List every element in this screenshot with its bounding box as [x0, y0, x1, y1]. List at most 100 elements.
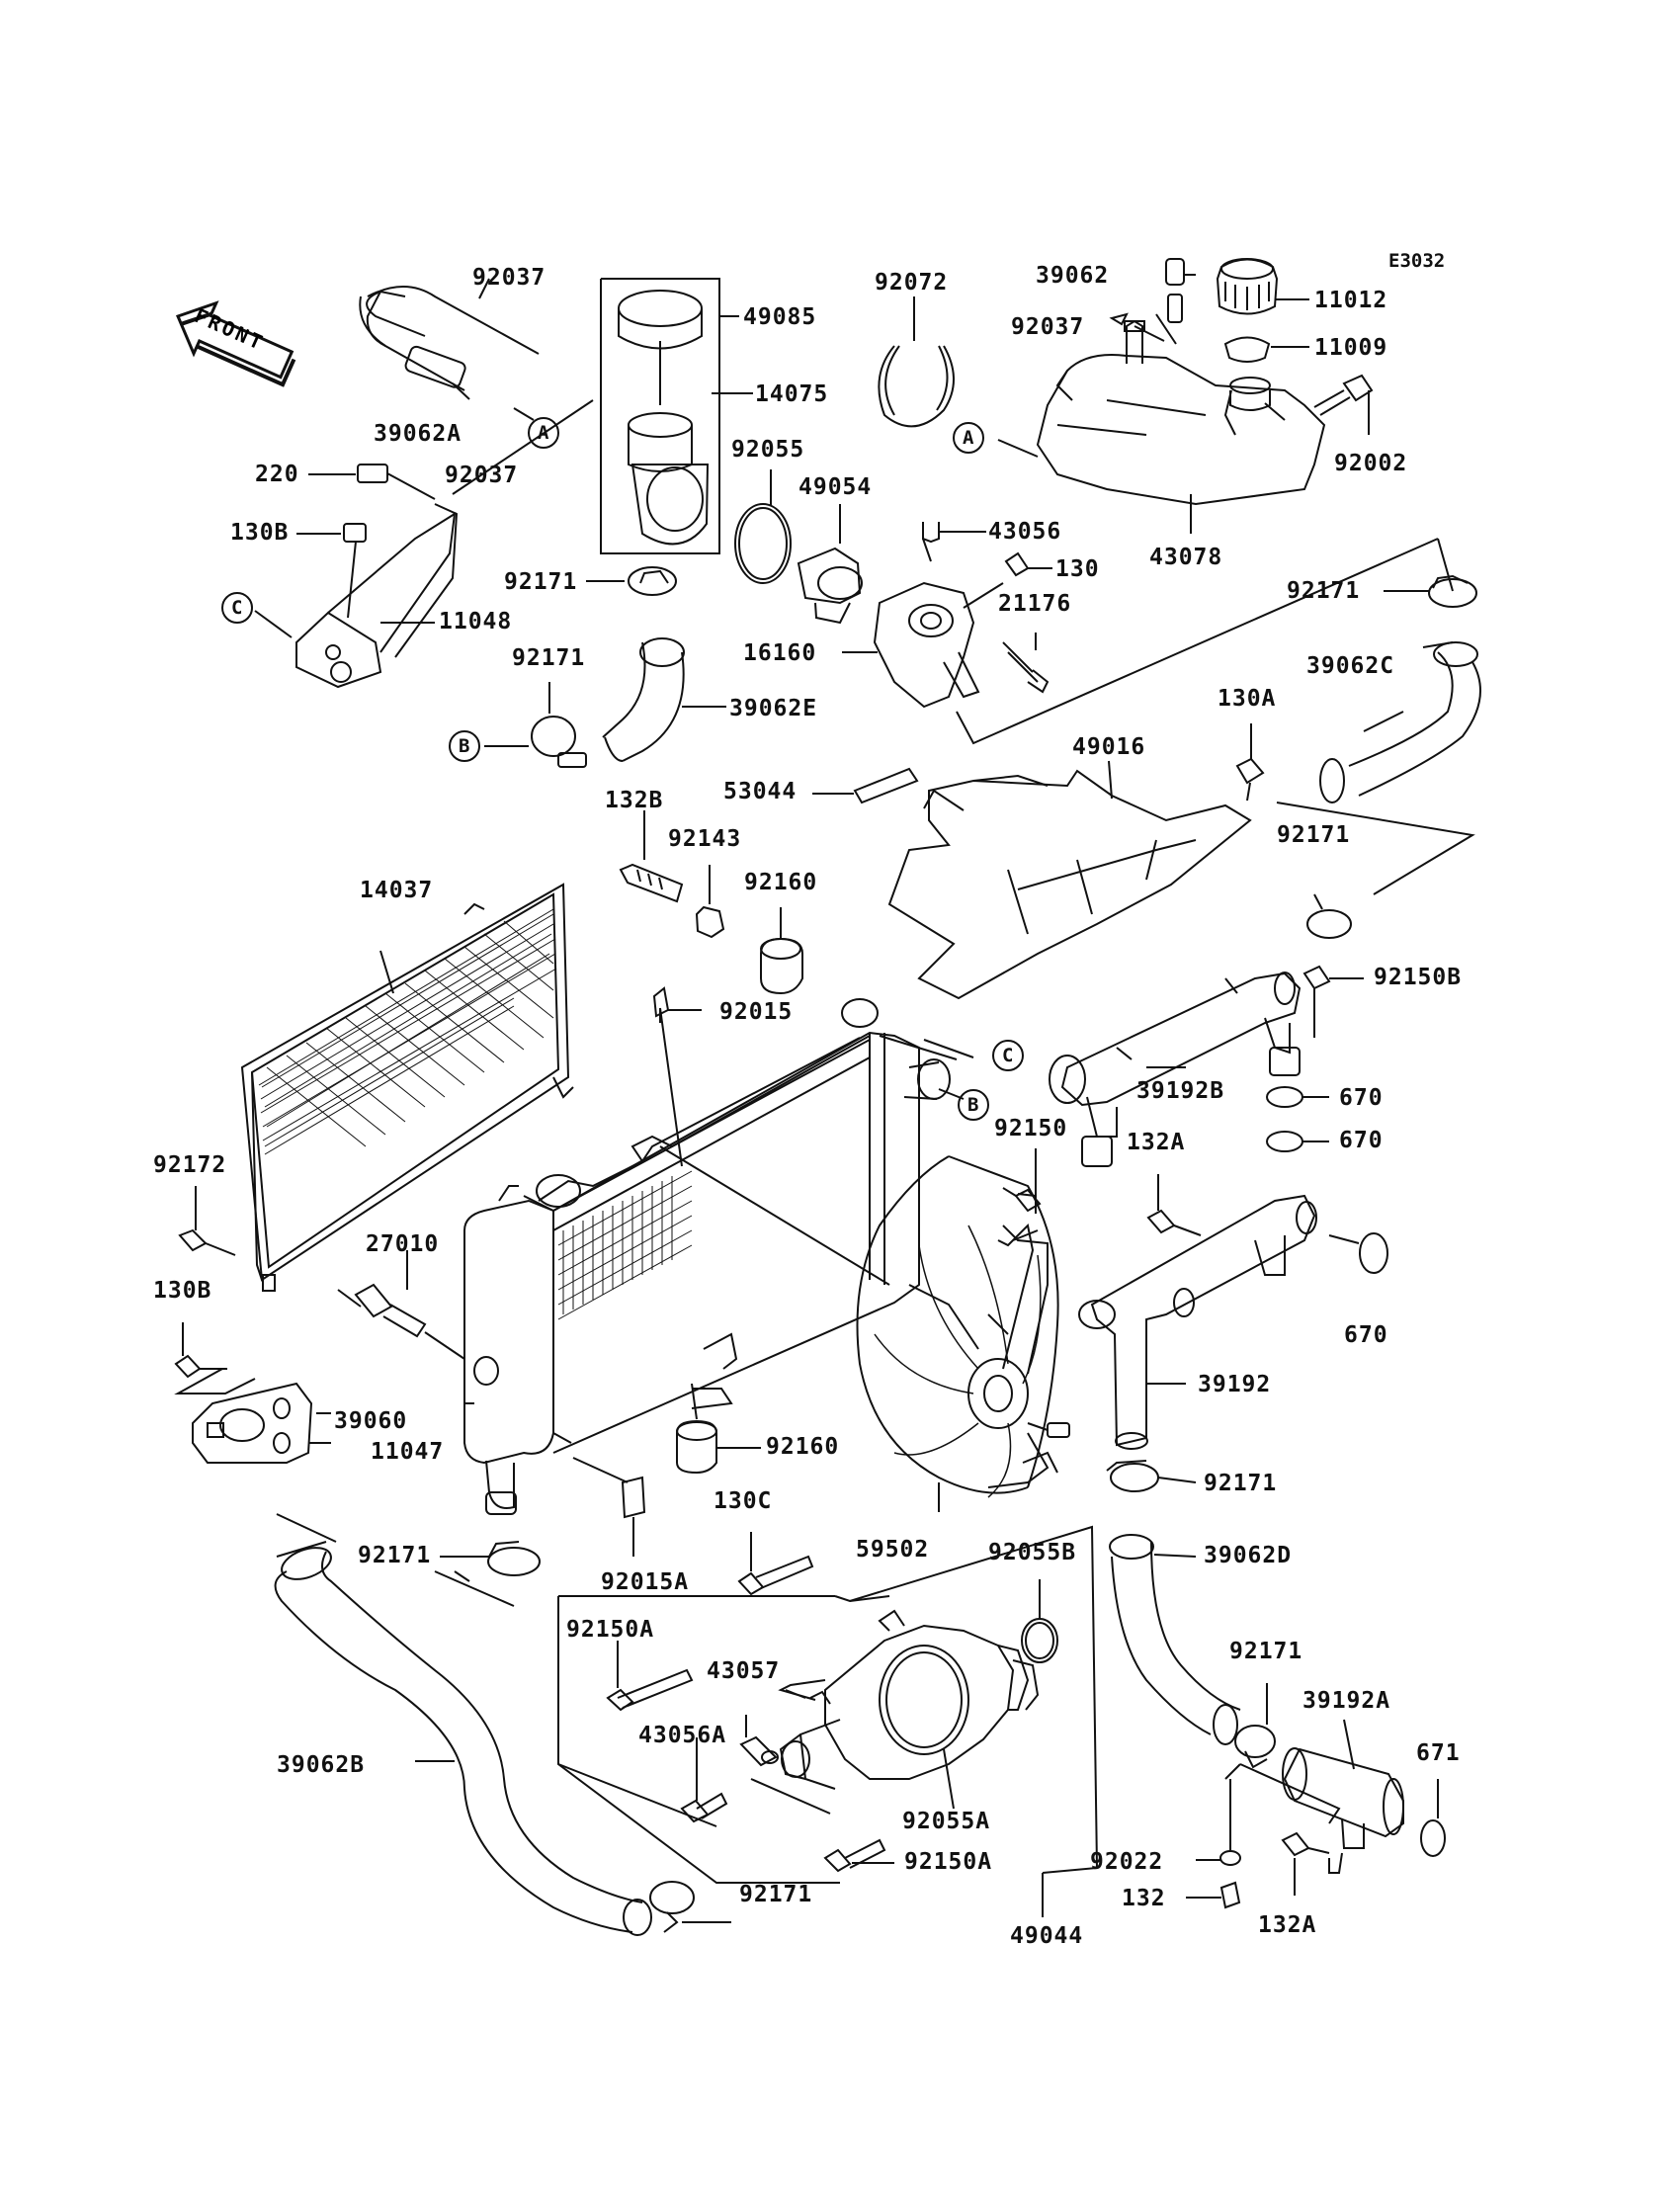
part-label: 39192 [1198, 1372, 1272, 1397]
bolts-left [178, 1186, 465, 1360]
part-label: 130 [1055, 556, 1100, 582]
part-label: 43056A [638, 1723, 727, 1748]
part-label: 39062B [277, 1752, 366, 1778]
part-label: 92055 [731, 437, 805, 463]
callout-B1 [449, 730, 480, 762]
callout-A2 [953, 422, 984, 454]
part-label: 92150B [1374, 965, 1463, 990]
bolt-92150 [1002, 1187, 1042, 1213]
callout-A2-letter: A [963, 427, 974, 449]
part-label: 11012 [1314, 288, 1388, 313]
part-label: 130A [1218, 686, 1277, 712]
part-label: 14075 [755, 381, 829, 407]
part-label: 130B [153, 1278, 212, 1304]
part-label: 92055B [988, 1540, 1077, 1565]
cover-49016 [812, 723, 1265, 1000]
part-label: 39062C [1306, 653, 1395, 679]
water-pump-assembly [557, 1525, 1099, 1933]
part-label: 43078 [1149, 545, 1223, 570]
band-92072 [878, 296, 955, 428]
part-label: 49044 [1010, 1923, 1084, 1949]
part-label: 92171 [1204, 1471, 1278, 1496]
clip-92015 [652, 986, 702, 1018]
assembly-leader-lines [956, 538, 1475, 895]
part-label: 671 [1416, 1740, 1461, 1766]
pipe-39192 [1078, 1174, 1388, 1492]
part-label: 39062 [1036, 263, 1110, 289]
part-label: 27010 [366, 1231, 440, 1257]
callout-A1-letter: A [538, 422, 549, 444]
pipe-39192A [1186, 1683, 1446, 1909]
thermostat-parts [734, 469, 863, 625]
part-label: 92037 [1011, 314, 1085, 340]
filler-neck-assembly [359, 278, 753, 554]
callout-B1-letter: B [459, 735, 470, 757]
callout-A1 [528, 417, 559, 449]
part-label: 92171 [512, 645, 586, 671]
part-label: 16160 [743, 640, 817, 666]
clip-92015A [621, 1476, 646, 1557]
part-label: 39062E [729, 696, 818, 721]
part-label: 92037 [445, 463, 519, 488]
pipe-39192B [1049, 893, 1364, 1167]
part-label: 132 [1122, 1886, 1166, 1911]
mount-bolts [619, 810, 974, 1058]
part-label: 43057 [707, 1658, 781, 1684]
part-label: 130C [714, 1488, 773, 1514]
part-label: 14037 [360, 878, 434, 903]
part-label: 92002 [1334, 451, 1408, 476]
part-label: 132A [1127, 1130, 1186, 1155]
part-label: 92143 [668, 826, 742, 852]
part-label: 132A [1258, 1912, 1317, 1938]
part-label: 39062D [1204, 1543, 1293, 1568]
callout-B2-letter: B [967, 1094, 979, 1116]
part-label: 21176 [998, 591, 1072, 617]
callout-C1 [221, 592, 253, 624]
part-label: 92055A [902, 1809, 991, 1834]
part-label: 92171 [504, 569, 578, 595]
part-label: 670 [1339, 1128, 1384, 1153]
part-label: 49085 [743, 304, 817, 330]
front-arrow-icon [175, 300, 296, 387]
part-label: 92171 [1277, 822, 1351, 848]
part-label: 92150 [994, 1116, 1068, 1141]
callout-C1-letter: C [231, 597, 243, 619]
part-label: 92015A [601, 1569, 690, 1595]
part-label: 92171 [358, 1543, 432, 1568]
part-label: 670 [1339, 1085, 1384, 1111]
part-label: 39060 [334, 1408, 408, 1434]
part-label: 11047 [371, 1439, 445, 1465]
part-label: 39192B [1136, 1078, 1225, 1104]
diagram-code: E3032 [1388, 250, 1446, 272]
part-label: 11048 [439, 609, 513, 634]
part-label: 132B [605, 788, 664, 813]
part-label: 92015 [719, 999, 794, 1025]
damper-92160-bottom [676, 1383, 761, 1475]
radiator-screen [240, 883, 574, 1292]
bolt-130C [737, 1532, 814, 1596]
hose-39062D [1109, 1534, 1241, 1745]
part-label: 92150A [904, 1849, 993, 1875]
part-label: 49016 [1072, 734, 1146, 760]
part-label: 39062A [374, 421, 462, 447]
part-label: 43056 [988, 519, 1062, 545]
thermostat-housing [842, 522, 1052, 709]
callout-B2 [958, 1089, 989, 1121]
part-label: 670 [1344, 1322, 1388, 1348]
reservoir-tank [997, 258, 1374, 534]
part-label: 92171 [739, 1882, 813, 1907]
bracket-11048 [254, 399, 594, 689]
part-label: 92160 [744, 870, 818, 895]
callout-C2-letter: C [1002, 1045, 1014, 1066]
bracket-11047 [174, 1322, 331, 1464]
part-label: 130B [230, 520, 290, 546]
part-label: 220 [255, 462, 299, 487]
part-label: 11009 [1314, 335, 1388, 361]
part-label: 59502 [856, 1537, 930, 1563]
part-label: 92072 [875, 270, 949, 296]
part-label: 92150A [566, 1617, 655, 1643]
part-label: 53044 [723, 779, 798, 804]
part-label: 92171 [1287, 578, 1361, 604]
radiator [463, 998, 965, 1515]
